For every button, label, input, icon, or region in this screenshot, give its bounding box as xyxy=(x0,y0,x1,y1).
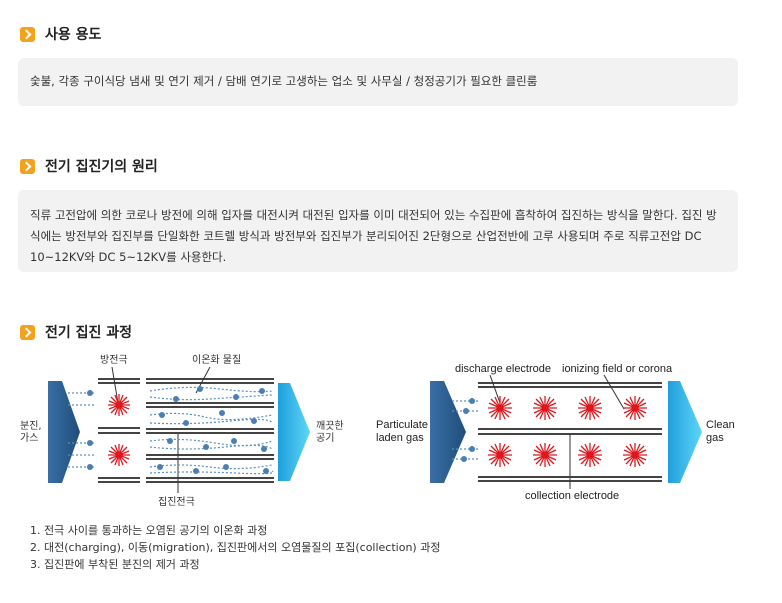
charged-particles-en xyxy=(461,398,475,462)
process-steps-list: 전극 사이를 통과하는 오염된 공기의 이온화 과정 대전(charging),… xyxy=(22,522,440,573)
outlet-label-2: 공기 xyxy=(316,432,334,444)
inlet-arrow-en xyxy=(430,381,466,483)
process-step-3: 집진판에 부착된 분진의 제거 과정 xyxy=(44,556,440,573)
precipitator-diagram: 방전극 이온화 물질 분진, 가스 깨끗한 공기 집진전극 xyxy=(20,354,735,508)
inlet-label-2: 가스 xyxy=(20,432,38,444)
inlet-label-1: 분진, xyxy=(20,420,42,432)
section-principle-title: 전기 집진기의 원리 xyxy=(45,159,158,175)
chevron-right-icon xyxy=(20,158,35,174)
collector-electrode-label: 집진전극 xyxy=(158,496,195,508)
outlet-label-en-2: gas xyxy=(706,432,724,444)
section-usage-title: 사용 용도 xyxy=(45,27,102,43)
diagram-english: discharge electrode ionizing field or co… xyxy=(376,363,735,502)
outlet-arrow-en xyxy=(668,381,702,483)
section-process-title: 전기 집진 과정 xyxy=(45,325,133,341)
principle-text: 직류 고전압에 의한 코로나 방전에 의해 입자를 대전시켜 대전된 입자를 이… xyxy=(30,208,717,264)
outlet-arrow xyxy=(278,383,310,481)
ionizing-field-label-en: ionizing field or corona xyxy=(562,363,673,375)
inlet-label-en-1: Particulate xyxy=(376,419,428,431)
process-step-2: 대전(charging), 이동(migration), 집진판에서의 오염물질… xyxy=(44,539,440,556)
usage-box: 숯불, 각종 구이식당 냄새 및 연기 제거 / 담배 연기로 고생하는 업소 … xyxy=(18,58,738,106)
inlet-arrow xyxy=(48,381,80,483)
corona-discharge-icon xyxy=(108,394,130,466)
corona-discharge-icons-en xyxy=(488,396,647,467)
chevron-right-icon xyxy=(20,26,35,42)
process-step-1: 전극 사이를 통과하는 오염된 공기의 이온화 과정 xyxy=(44,522,440,539)
collection-electrode-label-en: collection electrode xyxy=(525,490,619,502)
diagram-korean: 방전극 이온화 물질 분진, 가스 깨끗한 공기 집진전극 xyxy=(20,354,344,508)
discharge-electrode-label: 방전극 xyxy=(100,354,128,366)
chevron-right-icon xyxy=(20,324,35,340)
collector-plates xyxy=(98,378,274,483)
section-usage-header: 사용 용도 xyxy=(20,24,101,44)
section-principle-header: 전기 집진기의 원리 xyxy=(20,156,158,176)
gas-flow-lines xyxy=(68,386,274,475)
inlet-label-en-2: laden gas xyxy=(376,432,424,444)
outlet-label-1: 깨끗한 xyxy=(316,420,344,432)
outlet-label-en-1: Clean xyxy=(706,419,735,431)
section-process-header: 전기 집진 과정 xyxy=(20,322,132,342)
usage-text: 숯불, 각종 구이식당 냄새 및 연기 제거 / 담배 연기로 고생하는 업소 … xyxy=(30,74,538,88)
charged-particles xyxy=(87,386,269,474)
discharge-electrode-label-en: discharge electrode xyxy=(455,363,551,375)
ionized-matter-label: 이온화 물질 xyxy=(192,354,241,366)
principle-box: 직류 고전압에 의한 코로나 방전에 의해 입자를 대전시켜 대전된 입자를 이… xyxy=(18,190,738,272)
